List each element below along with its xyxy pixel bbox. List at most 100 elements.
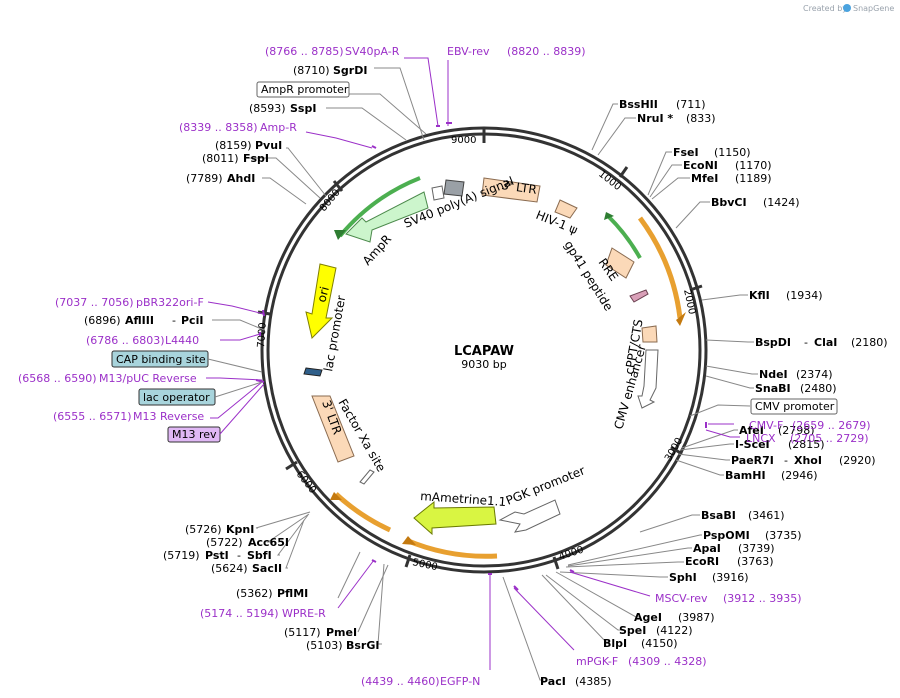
primer-sv40pa-r-range: (8766 .. 8785) [265,45,344,58]
lac-operator-box-label: lac operator [143,391,210,404]
site-bbvci-pos: (1424) [763,196,800,209]
site-psti-name: PstI [205,549,229,562]
orange-arc-right [637,216,683,319]
site-sgrdi-pos: (8710) [293,64,330,77]
site-ecori-name: EcoRI [685,555,719,568]
site-econi-name: EcoNI [683,159,718,172]
site-kfli-pos: (1934) [786,289,823,302]
site-paer7i-sep: - [784,454,788,467]
site-ndei-name: NdeI [759,368,788,381]
factor-xa-feature [359,469,375,485]
arc-arrowhead-right [676,312,686,326]
enzyme-leader-lines [212,67,758,681]
mametrine-label: mAmetrine1.1 [420,489,507,509]
site-iscei-pos: (2815) [788,438,825,451]
primer-cmv-f-name: CMV-F [749,419,783,432]
primer-mscv-name: MSCV-rev [655,592,708,605]
tick-7000: 7000 [256,322,269,348]
ori-feature [305,263,337,339]
site-pvui-name: PvuI [255,139,282,152]
site-bsabi-pos: (3461) [748,509,785,522]
ampr-promoter-box-label: AmpR promoter [261,83,349,96]
site-nrui-pos: (833) [686,112,716,125]
ltr-top-feature [481,177,541,203]
site-paer7i-name: PaeR7I [731,454,774,467]
ltr-left-feature [311,395,355,463]
primer-pbr322-name: pBR322ori-F [136,296,204,309]
site-sacii-name: SacII [252,562,282,575]
tick-5000: 5000 [411,557,438,573]
site-snabi-name: SnaBI [755,382,791,395]
site-pflmi-name: PflMI [277,587,308,600]
site-nrui-name: NruI * [637,112,673,125]
m13-rev-box-label: M13 rev [172,428,217,441]
site-fspi-pos: (8011) [202,152,239,165]
green-arc-top-left [338,176,421,238]
cppt-feature [641,325,658,343]
primer-m13puc-name: M13/pUC Reverse [99,372,197,385]
orange-arc-bottom-left [334,492,392,533]
primer-ebv-rev-name: EBV-rev [447,45,490,58]
site-bamhi-name: BamHI [725,469,766,482]
ampr-promoter-box [256,81,350,98]
ori-label: ori [314,285,332,304]
site-bsabi-name: BsaBI [701,509,736,522]
primer-lncx-range: (2705 .. 2729) [790,432,869,445]
site-paci-pos: (4385) [575,675,612,688]
site-pcii-name: PciI [181,314,203,327]
credit-brand: SnapGene [853,4,894,13]
site-afei-pos: (2798) [778,424,815,437]
site-bsshii-name: BssHII [619,98,658,111]
site-blpi-pos: (4150) [641,637,678,650]
site-sphi-name: SphI [669,571,697,584]
pgk-label: PGK promoter [504,463,587,507]
primer-amp-r-name: Amp-R [260,121,297,134]
site-sspi-name: SspI [290,102,316,115]
site-xhoi-name: XhoI [794,454,822,467]
site-fsei-name: FseI [673,146,699,159]
site-sgrdi-name: SgrDI [333,64,367,77]
cmv-enhancer-feature [637,349,659,409]
site-clai-name: ClaI [814,336,837,349]
cap-site-leader [207,358,263,373]
site-iscei-name: I-SceI [735,438,770,451]
primer-lncx-name: LNCX [746,432,776,445]
site-afliii-sep: - [172,314,176,327]
site-econi-pos: (1170) [735,159,772,172]
primer-m13rev-range: (6555 .. 6571) [53,410,132,423]
sv40-feature [443,179,465,197]
backbone-outer [260,126,708,574]
primer-mpgk-range: (4309 .. 4328) [628,655,707,668]
site-apai-pos: (3739) [738,542,775,555]
site-afei-name: AfeI [739,424,764,437]
primer-amp-r-range: (8339 .. 8358) [179,121,258,134]
plasmid-name: LCAPAW [454,344,514,359]
primer-sv40pa-r-name: SV40pA-R [345,45,400,58]
site-blpi-name: BlpI [603,637,627,650]
mametrine-feature [413,500,497,536]
site-ecori-pos: (3763) [737,555,774,568]
site-pspomi-name: PspOMI [703,529,750,542]
site-agei-pos: (3987) [678,611,715,624]
credit-created-by: Created by [803,4,847,13]
snapgene-logo-icon [843,4,851,12]
site-bamhi-pos: (2946) [781,469,818,482]
site-afliii-name: AflIII [125,314,154,327]
ltr-top-label: 3' LTR [501,178,538,197]
site-pmei-pos: (5117) [284,626,321,639]
primer-marks [255,122,707,591]
site-ahdi-pos: (7789) [186,172,223,185]
site-paer7i-pos: (2920) [839,454,876,467]
primer-egfp-range: (4439 .. 4460) [361,675,440,688]
site-pspomi-pos: (3735) [765,529,802,542]
cmv-promoter-box [750,398,838,415]
site-afliii-pos: (6896) [84,314,121,327]
ampr-feature [345,191,429,243]
rre-feature [605,247,635,279]
tick-2000: 2000 [681,288,697,315]
hiv-psi-feature [554,199,578,219]
site-sacii-pos: (5624) [211,562,248,575]
plasmid-length: 9030 bp [461,358,506,371]
m13-rev-box [167,426,221,443]
